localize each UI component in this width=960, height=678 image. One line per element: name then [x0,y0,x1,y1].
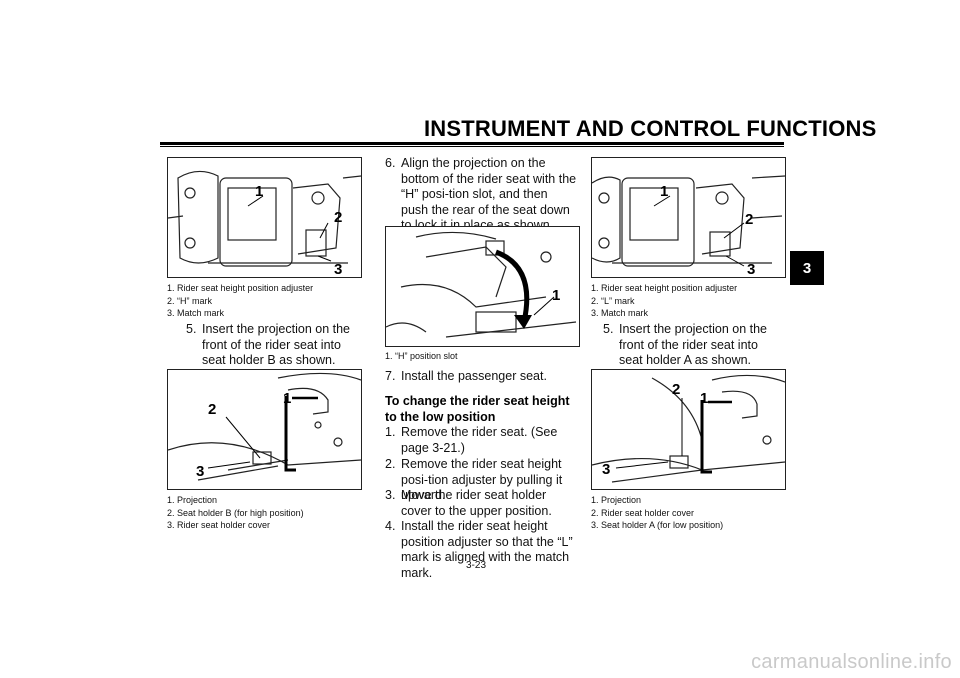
header-rule-thin [160,146,784,147]
page-number: 3-23 [466,560,487,571]
header-rule [160,142,784,145]
step-number: 5. [603,322,614,336]
caption-line: 2. Seat holder B (for high position) [167,507,304,518]
step-text: Install the rider seat height position a… [401,519,573,580]
step-number: 1. [385,425,396,439]
figure-h-position-slot: 1 [385,226,580,347]
figure-seat-adjuster-l: 1 2 3 [591,157,786,278]
caption-figure-2: 1. Projection 2. Seat holder B (for high… [167,494,304,532]
figure-seat-adjuster-h: 1 2 3 [167,157,362,278]
caption-line: 1. Projection [591,495,642,505]
figure-seat-holder-b-drawing: 1 2 3 [168,372,361,481]
step-6: 6. Align the projection on the bottom of… [385,156,578,234]
caption-line: 2. “H” mark [167,295,212,306]
callout-2: 2 [672,381,680,398]
step-number: 4. [385,519,396,533]
callout-2: 2 [208,401,216,418]
caption-line: 3. Match mark [591,308,649,318]
step-text: Align the projection on the bottom of th… [401,156,577,232]
step-text: Install the passenger seat. [401,369,547,383]
low-step-3: 3. Move the rider seat holder cover to t… [385,488,578,519]
callout-1: 1 [255,183,263,200]
caption-figure-1: 1. Rider seat height position adjuster 2… [167,282,313,320]
step-7: 7. Install the passenger seat. [385,369,578,385]
figure-seat-adjuster-l-drawing: 1 2 3 [592,175,785,277]
step-number: 2. [385,457,396,471]
step-text: Insert the projection on the front of th… [619,322,768,367]
step-5-right: 5. Insert the projection on the front of… [603,322,785,369]
callout-1: 1 [552,287,560,304]
caption-figure-3: 1. “H” position slot [385,350,458,363]
step-text: Remove the rider seat height posi-tion a… [401,457,563,502]
figure-seat-holder-a-drawing: 1 2 3 [592,374,785,483]
low-step-2: 2. Remove the rider seat height posi-tio… [385,457,578,504]
caption-line: 2. “L” mark [591,295,635,306]
caption-line: 3. Match mark [167,308,225,318]
step-number: 6. [385,156,396,170]
step-number: 5. [186,322,197,336]
caption-line: 1. “H” position slot [385,351,458,361]
step-text: Remove the rider seat. (See page 3-21.) [401,425,558,455]
caption-line: 1. Rider seat height position adjuster [167,283,314,293]
figure-seat-adjuster-h-drawing: 1 2 3 [168,170,361,277]
step-number: 7. [385,369,396,383]
caption-line: 1. Rider seat height position adjuster [591,283,738,293]
callout-1: 1 [700,390,708,407]
page-title: INSTRUMENT AND CONTROL FUNCTIONS [424,116,877,141]
caption-line: 3. Seat holder A (for low position) [591,520,724,530]
low-step-1: 1. Remove the rider seat. (See page 3-21… [385,425,578,456]
step-number: 3. [385,488,396,502]
callout-3: 3 [196,463,204,480]
caption-line: 2. Rider seat holder cover [591,507,695,518]
watermark: carmanualsonline.info [751,651,952,673]
caption-line: 3. Rider seat holder cover [167,520,271,530]
low-step-4: 4. Install the rider seat height positio… [385,519,578,581]
callout-2: 2 [334,209,342,226]
callout-3: 3 [747,261,755,277]
figure-h-position-slot-drawing: 1 [386,231,577,338]
section-heading-low-position: To change the rider seat height to the l… [385,394,570,424]
figure-seat-holder-a: 1 2 3 [591,369,786,490]
caption-figure-5: 1. Projection 2. Rider seat holder cover… [591,494,723,532]
step-text: Move the rider seat holder cover to the … [401,488,552,518]
chapter-tab: 3 [790,251,824,285]
callout-1: 1 [283,390,291,407]
callout-3: 3 [602,461,610,478]
callout-1: 1 [660,183,668,200]
caption-line: 1. Projection [167,495,218,505]
caption-figure-4: 1. Rider seat height position adjuster 2… [591,282,737,320]
step-text: Insert the projection on the front of th… [202,322,351,367]
callout-3: 3 [334,261,342,277]
callout-2: 2 [745,211,753,228]
step-5-left: 5. Insert the projection on the front of… [186,322,362,369]
figure-seat-holder-b: 1 2 3 [167,369,362,490]
